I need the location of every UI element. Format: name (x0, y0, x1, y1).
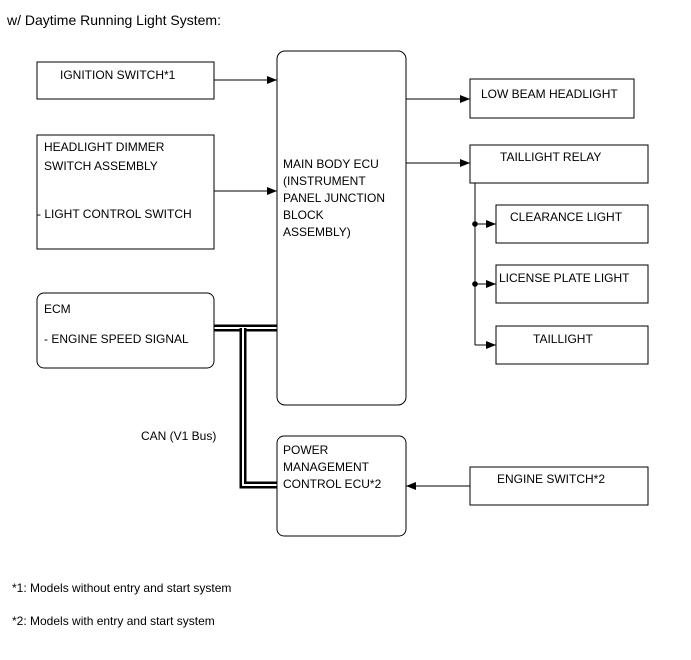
power-mgmt-line-2: MANAGEMENT (283, 460, 370, 474)
headlight-dimmer-label-2: SWITCH ASSEMBLY (44, 159, 158, 173)
junction-dot-2 (472, 281, 478, 287)
main-body-ecu-line-5: ASSEMBLY) (283, 225, 351, 239)
clearance-light-label: CLEARANCE LIGHT (510, 210, 623, 224)
license-plate-light-label: LICENSE PLATE LIGHT (499, 271, 630, 285)
main-body-ecu-block: MAIN BODY ECU (INSTRUMENT PANEL JUNCTION… (276, 50, 407, 406)
headlight-dimmer-label-1: HEADLIGHT DIMMER (44, 140, 165, 154)
engine-speed-signal-label: - ENGINE SPEED SIGNAL (44, 332, 189, 346)
power-mgmt-line-1: POWER (283, 443, 329, 457)
taillight-relay-label: TAILLIGHT RELAY (500, 150, 601, 164)
taillight-label: TAILLIGHT (533, 332, 593, 346)
engine-switch-block: ENGINE SWITCH*2 (469, 466, 649, 506)
engine-switch-label: ENGINE SWITCH*2 (497, 472, 605, 486)
ignition-switch-label: IGNITION SWITCH*1 (60, 68, 176, 82)
can-bus-label: CAN (V1 Bus) (141, 429, 216, 443)
main-body-ecu-line-3: PANEL JUNCTION (283, 191, 385, 205)
connection-lines (214, 76, 496, 490)
taillight-relay-block: TAILLIGHT RELAY (469, 144, 649, 184)
power-mgmt-line-3: CONTROL ECU*2 (283, 477, 382, 491)
junction-dot-1 (472, 221, 478, 227)
main-body-ecu-line-2: (INSTRUMENT (283, 174, 366, 188)
main-body-ecu-line-1: MAIN BODY ECU (283, 157, 379, 171)
footnote-2: *2: Models with entry and start system (12, 614, 215, 628)
clearance-light-block: CLEARANCE LIGHT (495, 204, 649, 244)
power-management-ecu-block: POWER MANAGEMENT CONTROL ECU*2 (276, 435, 407, 537)
headlight-dimmer-block: HEADLIGHT DIMMER SWITCH ASSEMBLY - LIGHT… (36, 134, 215, 250)
can-bus (213, 324, 278, 489)
license-plate-light-block: LICENSE PLATE LIGHT (495, 264, 649, 304)
taillight-block: TAILLIGHT (495, 325, 649, 365)
diagram-title: w/ Daytime Running Light System: (6, 12, 221, 28)
ecm-block: ECM - ENGINE SPEED SIGNAL (36, 292, 215, 369)
main-body-ecu-line-4: BLOCK (283, 208, 324, 222)
ignition-switch-block: IGNITION SWITCH*1 (36, 61, 215, 100)
low-beam-headlight-block: LOW BEAM HEADLIGHT (469, 78, 635, 119)
footnote-1: *1: Models without entry and start syste… (12, 581, 231, 595)
low-beam-headlight-label: LOW BEAM HEADLIGHT (481, 87, 618, 101)
light-control-switch-label: - LIGHT CONTROL SWITCH (37, 207, 192, 221)
ecm-label: ECM (44, 302, 71, 316)
